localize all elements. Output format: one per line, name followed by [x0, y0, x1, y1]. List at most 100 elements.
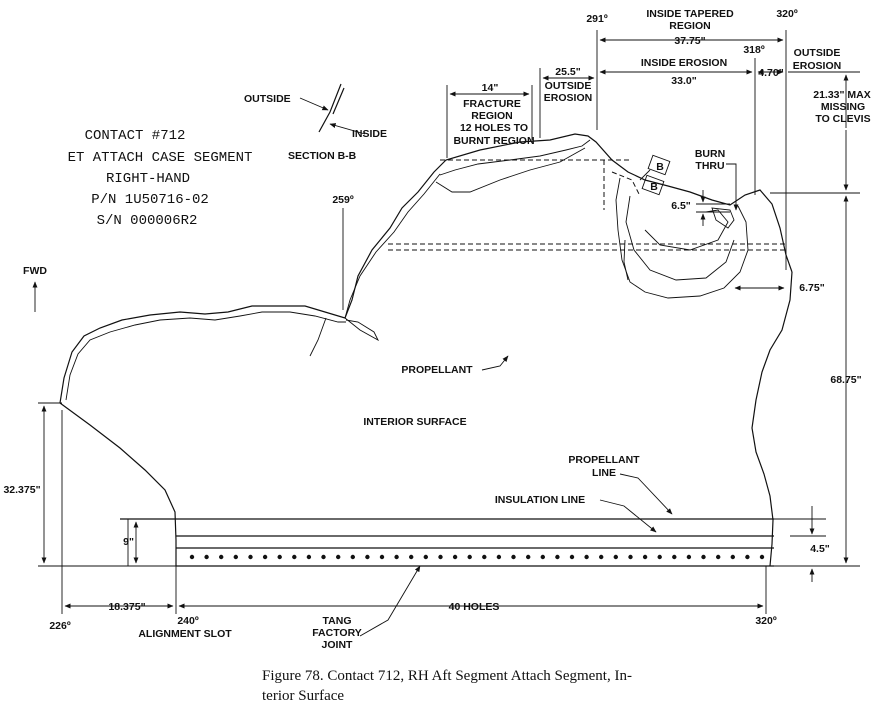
segment-title: ET ATTACH CASE SEGMENT — [68, 150, 253, 166]
propellant-leader — [481, 355, 509, 371]
fracture-value: 14" — [482, 82, 499, 94]
section-bb-inset: OUTSIDE INSIDE SECTION B-B — [244, 83, 387, 162]
section-mark-1: B — [656, 161, 664, 173]
hand-designation: RIGHT-HAND — [106, 171, 190, 187]
joint-hole — [321, 554, 326, 560]
inside-tapered-label-2: REGION — [669, 20, 710, 32]
burn-leader — [726, 163, 739, 211]
propellant-line-label-2: LINE — [592, 467, 616, 479]
angle-320-top: 320º — [776, 8, 798, 20]
inside-tapered-label-1: INSIDE TAPERED — [646, 8, 734, 20]
outside-erosion-a-label-1: OUTSIDE — [545, 80, 592, 92]
inner-edge-left — [65, 311, 346, 401]
inside-leader — [329, 123, 366, 135]
angle-318: 318º — [743, 44, 765, 56]
joint-hole — [672, 554, 677, 560]
joint-hole — [745, 554, 750, 560]
joint-hole — [613, 554, 618, 560]
dim-4-5-label: 4.5" — [810, 543, 830, 555]
joint-hole — [686, 554, 692, 560]
section-profile-line — [318, 83, 342, 133]
section-cut-line — [639, 169, 651, 181]
joint-hole — [482, 554, 487, 560]
max-missing-1: 21.33" MAX — [813, 89, 871, 101]
dim-6-5-label: 6.5" — [671, 200, 691, 212]
joint-hole — [540, 554, 545, 560]
insulation-line-leader — [599, 499, 657, 533]
outside-erosion-b-value: 4.70" — [758, 67, 783, 79]
outside-label: OUTSIDE — [244, 93, 291, 105]
fracture-edge — [59, 133, 793, 404]
angle-240: 240º — [177, 615, 199, 627]
joint-hole — [584, 554, 589, 560]
joint-hole — [189, 554, 195, 560]
bottom-dimensions: 18.375" 40 HOLES 226º 240º 320º ALIGNMEN… — [49, 410, 777, 651]
joint-hole — [248, 554, 253, 560]
joint-hole — [730, 554, 735, 560]
propellant-label: PROPELLANT — [401, 364, 473, 376]
dim-32-375-label: 32.375" — [3, 484, 40, 496]
surface-labels: FWD PROPELLANT INTERIOR SURFACE PROPELLA… — [23, 265, 673, 533]
fracture-label-3: 12 HOLES TO — [460, 122, 528, 134]
joint-hole — [759, 554, 765, 560]
joint-hole — [394, 554, 399, 560]
outside-erosion-a-label-2: EROSION — [544, 92, 592, 104]
joint-hole — [599, 554, 604, 560]
tang-label-3: JOINT — [322, 639, 354, 651]
joint-hole — [350, 554, 355, 560]
joint-hole — [379, 554, 385, 560]
fwd-label: FWD — [23, 265, 47, 277]
inside-erosion-value: 33.0" — [671, 75, 696, 87]
burn-thru-hole — [711, 207, 735, 229]
joint-hole — [262, 554, 268, 560]
section-mark-box-1 — [647, 154, 671, 176]
hole-row — [189, 554, 765, 560]
left-edge — [59, 402, 177, 566]
section-title: SECTION B-B — [288, 150, 357, 162]
fracture-label-1: FRACTURE — [463, 98, 521, 110]
section-mark-2: B — [650, 181, 658, 193]
max-missing-2: MISSING — [821, 101, 865, 113]
burn-region-inner — [625, 195, 735, 281]
segment-outline — [59, 133, 793, 567]
interior-surface-label: INTERIOR SURFACE — [363, 416, 466, 428]
joint-hole — [467, 554, 472, 560]
section-profile-line-2 — [332, 87, 345, 115]
inside-label: INSIDE — [352, 128, 387, 140]
figure-caption: Figure 78. Contact 712, RH Aft Segment A… — [262, 668, 632, 704]
joint-hole — [526, 554, 531, 560]
joint-hole — [365, 554, 370, 560]
joint-hole — [409, 554, 414, 560]
joint-hole — [336, 554, 341, 560]
burn-label-1: BURN — [695, 148, 725, 160]
crack-line — [309, 317, 327, 357]
burn-region-core — [644, 209, 729, 251]
dim-9-label: 9" — [123, 536, 134, 548]
burn-drip — [623, 239, 629, 281]
joint-hole — [292, 554, 297, 560]
inner-edge-mid — [344, 173, 441, 319]
holes-label: 40 HOLES — [449, 601, 500, 613]
top-labels: 291º 320º 318º INSIDE TAPERED REGION 37.… — [332, 8, 871, 310]
joint-hole — [642, 554, 648, 560]
propellant-line-leader — [619, 473, 673, 515]
joint-hole — [511, 554, 516, 560]
angle-259: 259º — [332, 194, 354, 206]
dim-18-375-label: 18.375" — [108, 601, 145, 613]
fracture-label-2: REGION — [471, 110, 512, 122]
outside-leader — [299, 97, 329, 111]
alignment-slot-label: ALIGNMENT SLOT — [138, 628, 232, 640]
dim-68-75-label: 68.75" — [830, 374, 861, 386]
joint-hole — [452, 554, 458, 560]
joint-hole — [496, 554, 502, 560]
fragment-tip — [344, 317, 380, 342]
burn-label-2: THRU — [695, 160, 724, 172]
inside-tapered-value: 37.75" — [674, 35, 705, 47]
joint-hole — [701, 554, 706, 560]
top-dimensions — [446, 30, 787, 270]
serial-number: S/N 000006R2 — [97, 213, 198, 229]
caption-line-1: Figure 78. Contact 712, RH Aft Segment A… — [262, 668, 632, 684]
joint-hole — [219, 554, 224, 560]
fracture-label-4: BURNT REGION — [453, 135, 534, 147]
tang-label-1: TANG — [323, 615, 352, 627]
